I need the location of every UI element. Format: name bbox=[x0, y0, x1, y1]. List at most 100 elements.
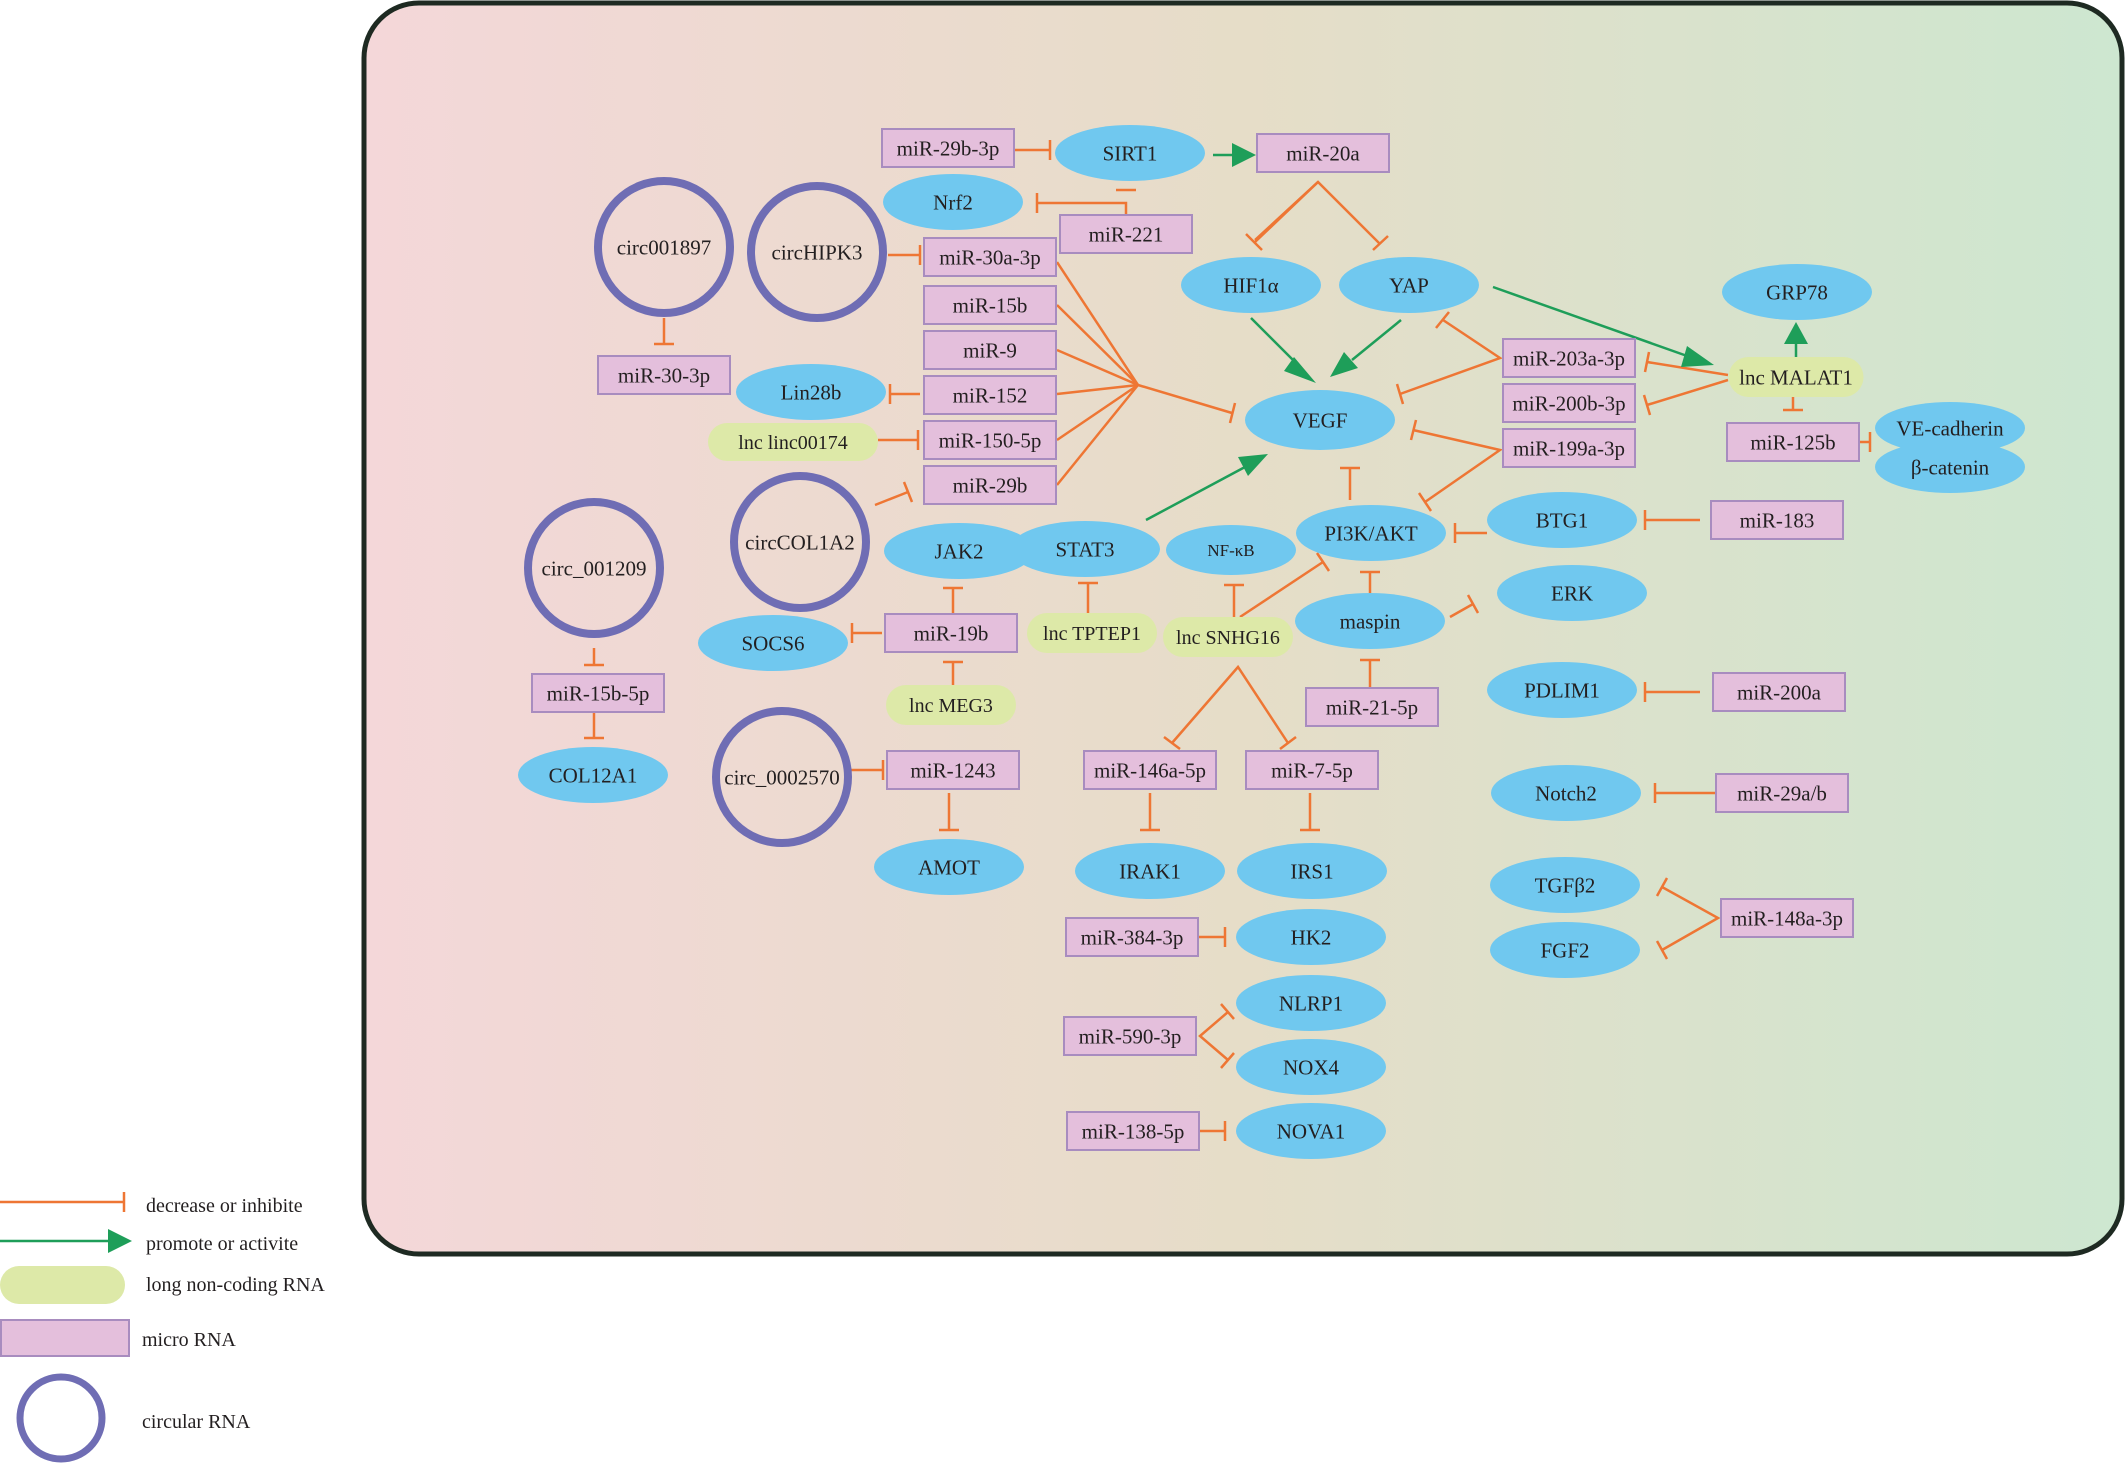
node-label: Notch2 bbox=[1535, 781, 1597, 805]
node-shape bbox=[531, 673, 665, 713]
node-label: IRAK1 bbox=[1119, 859, 1181, 883]
node-shape bbox=[1236, 1039, 1386, 1095]
edge-inhibit-bar bbox=[1245, 233, 1263, 251]
node-label: PDLIM1 bbox=[1524, 678, 1600, 702]
node-label: Nrf2 bbox=[933, 190, 973, 214]
legend-lnc-swatch bbox=[0, 1266, 125, 1304]
edge-inhibit bbox=[1239, 560, 1324, 619]
node-shape bbox=[1502, 338, 1636, 378]
edge-inhibit-bar bbox=[1228, 402, 1237, 424]
node-circhipk3: circHIPK3 bbox=[747, 182, 887, 322]
edge-inhibit bbox=[1449, 602, 1474, 619]
node-tgfb2: TGFβ2 bbox=[1490, 857, 1640, 913]
node-shape bbox=[1487, 492, 1637, 548]
edge-inhibit-bar bbox=[1220, 1052, 1235, 1069]
node-label: HIF1α bbox=[1223, 273, 1278, 297]
node-shape bbox=[1490, 922, 1640, 978]
legend: decrease or inhibite promote or activite… bbox=[0, 1192, 325, 1463]
node-label: circCOL1A2 bbox=[745, 530, 855, 554]
node-label: miR-21-5p bbox=[1326, 695, 1418, 719]
edge-inhibit bbox=[1056, 304, 1139, 386]
edge-inhibit bbox=[1646, 360, 1729, 377]
node-mir199a3p: miR-199a-3p bbox=[1502, 428, 1636, 468]
edge-inhibit bbox=[1646, 378, 1729, 407]
edge-inhibit bbox=[1254, 181, 1319, 243]
legend-inhibit-label: decrease or inhibite bbox=[146, 1195, 303, 1217]
node-shape bbox=[923, 465, 1057, 505]
edge-inhibit bbox=[1198, 1011, 1229, 1061]
node-label: AMOT bbox=[918, 855, 980, 879]
node-mir29b: miR-29b bbox=[923, 465, 1057, 505]
node-mir152: miR-152 bbox=[923, 375, 1057, 415]
node-shape bbox=[1305, 687, 1439, 727]
node-label: miR-384-3p bbox=[1081, 925, 1184, 949]
node-label: VE-cadherin bbox=[1896, 416, 2004, 440]
node-mir200b3p: miR-200b-3p bbox=[1502, 383, 1636, 423]
node-shape bbox=[1487, 662, 1637, 718]
edge-inhibit bbox=[1137, 383, 1233, 415]
node-shape bbox=[881, 128, 1015, 168]
edge-inhibit bbox=[1056, 348, 1139, 387]
node-sirt1: SIRT1 bbox=[1055, 125, 1205, 181]
node-label: JAK2 bbox=[934, 539, 983, 563]
node-label: YAP bbox=[1389, 273, 1429, 297]
node-bcatenin: β-catenin bbox=[1875, 441, 2025, 493]
node-label: miR-29b bbox=[953, 473, 1028, 497]
node-label: lnc MEG3 bbox=[909, 695, 993, 717]
node-label: IRS1 bbox=[1290, 859, 1333, 883]
node-shape bbox=[923, 420, 1057, 460]
node-shape bbox=[597, 355, 731, 395]
circular-rna-ring bbox=[594, 177, 734, 317]
node-label: FGF2 bbox=[1540, 938, 1589, 962]
node-shape bbox=[1059, 214, 1193, 254]
node-amot: AMOT bbox=[874, 839, 1024, 895]
node-label: miR-203a-3p bbox=[1513, 346, 1625, 370]
edges bbox=[584, 140, 1872, 1141]
node-label: circHIPK3 bbox=[772, 240, 863, 264]
node-shape bbox=[736, 364, 886, 420]
edge-inhibit bbox=[1661, 885, 1721, 952]
node-shape bbox=[1502, 428, 1636, 468]
node-label: miR-221 bbox=[1089, 222, 1164, 246]
node-label: GRP78 bbox=[1766, 280, 1828, 304]
edge-inhibit-bar bbox=[1395, 383, 1405, 405]
node-mir1505p: miR-150-5p bbox=[923, 420, 1057, 460]
node-shape bbox=[708, 423, 878, 461]
legend-circ-label: circular RNA bbox=[142, 1411, 251, 1433]
node-label: HK2 bbox=[1291, 925, 1332, 949]
node-label: circ001897 bbox=[617, 235, 711, 259]
node-shape bbox=[1491, 765, 1641, 821]
node-lin28b: Lin28b bbox=[736, 364, 886, 420]
node-shape bbox=[1339, 257, 1479, 313]
node-label: lnc MALAT1 bbox=[1739, 365, 1853, 389]
node-shape bbox=[1490, 857, 1640, 913]
node-shape bbox=[884, 613, 1018, 653]
node-label: lnc SNHG16 bbox=[1176, 627, 1280, 649]
node-label: ERK bbox=[1551, 581, 1593, 605]
node-shape bbox=[1055, 125, 1205, 181]
node-mir20a: miR-20a bbox=[1256, 133, 1390, 173]
node-mir203a3p: miR-203a-3p bbox=[1502, 338, 1636, 378]
node-label: miR-199a-3p bbox=[1513, 436, 1625, 460]
node-nox4: NOX4 bbox=[1236, 1039, 1386, 1095]
edge-inhibit bbox=[1056, 384, 1139, 486]
node-shape bbox=[1722, 264, 1872, 320]
node-shape bbox=[1163, 617, 1293, 657]
node-shape bbox=[1256, 133, 1390, 173]
edge-inhibit-bar bbox=[1466, 594, 1480, 614]
node-label: BTG1 bbox=[1536, 508, 1589, 532]
node-meg3: lnc MEG3 bbox=[886, 685, 1016, 725]
node-label: miR-152 bbox=[953, 383, 1028, 407]
node-shape bbox=[1027, 613, 1157, 653]
edge-inhibit-bar bbox=[1220, 1003, 1235, 1020]
node-label: circ_001209 bbox=[542, 556, 647, 580]
node-label: miR-200b-3p bbox=[1512, 391, 1625, 415]
node-mir30a3p: miR-30a-3p bbox=[923, 237, 1057, 277]
node-hk2: HK2 bbox=[1236, 909, 1386, 965]
node-mir19b: miR-19b bbox=[884, 613, 1018, 653]
node-shape bbox=[1066, 1111, 1200, 1151]
node-pi3kakt: PI3K/AKT bbox=[1296, 505, 1446, 561]
node-shape bbox=[1166, 525, 1296, 575]
node-mir1243: miR-1243 bbox=[886, 750, 1020, 790]
